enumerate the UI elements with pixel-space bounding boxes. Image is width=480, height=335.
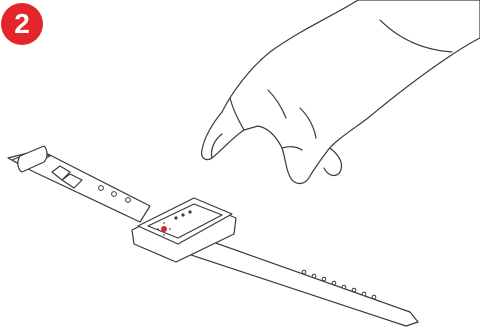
hand-pointing-icon bbox=[202, 0, 480, 183]
smart-watch-icon bbox=[8, 146, 418, 326]
